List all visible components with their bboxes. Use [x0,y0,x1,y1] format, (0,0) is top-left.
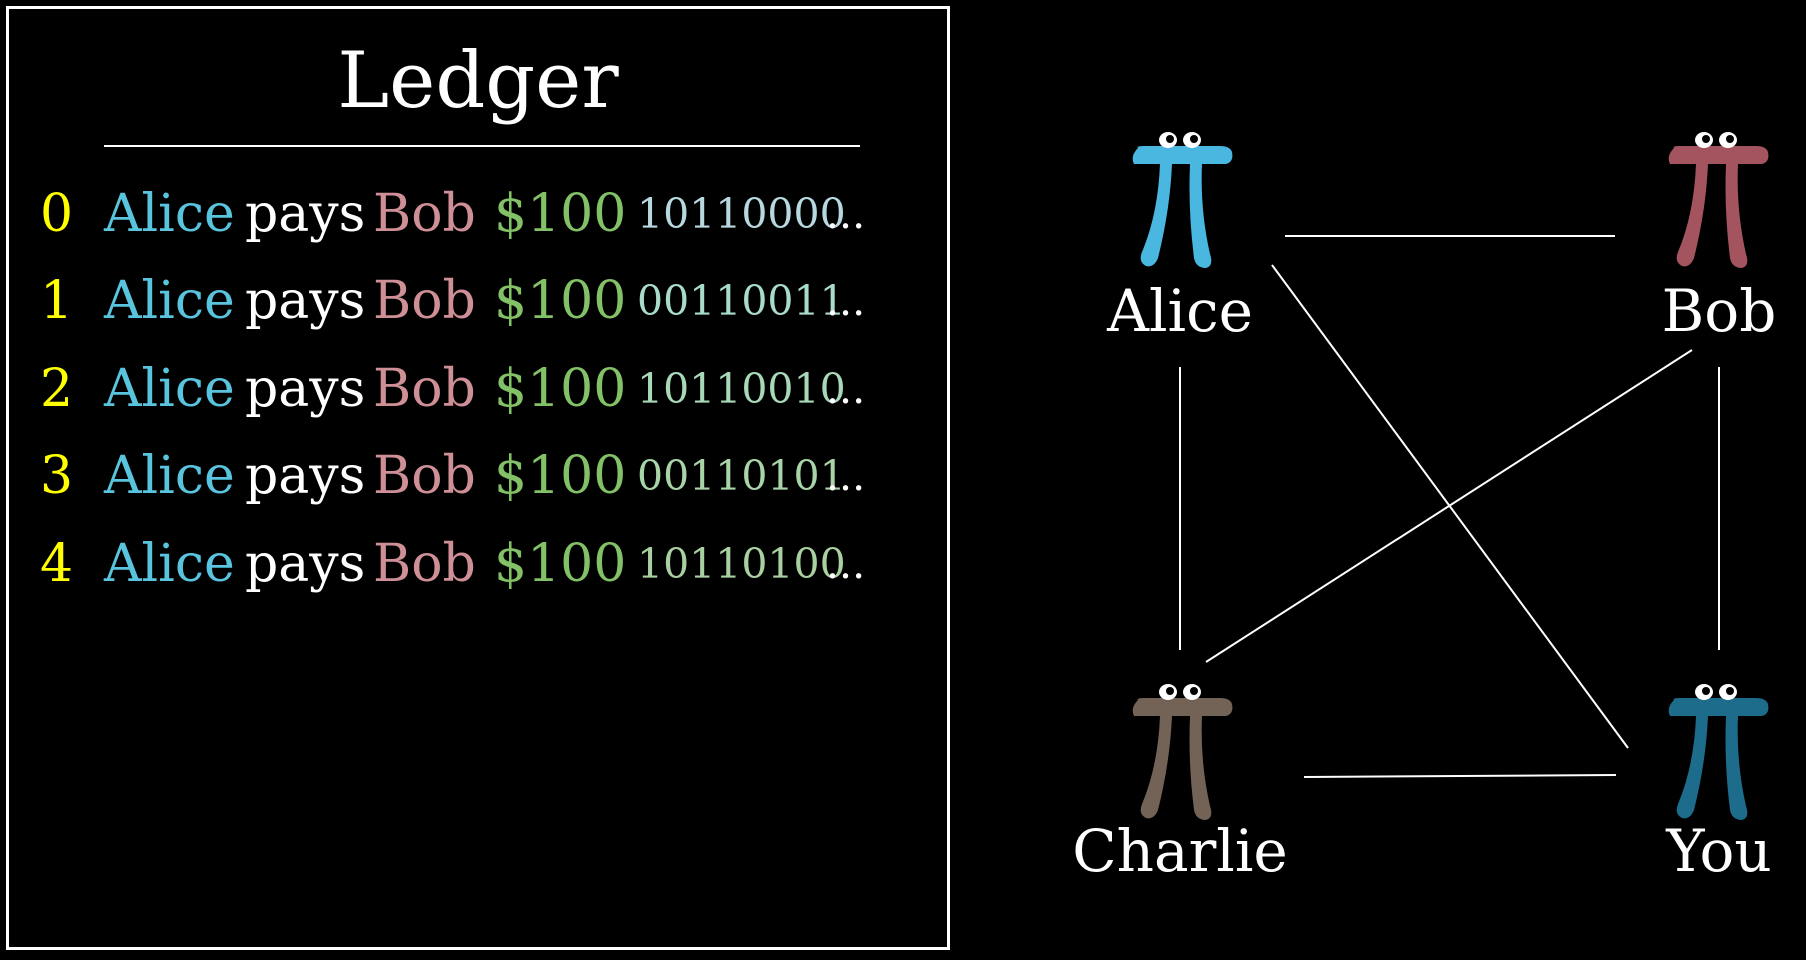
pi-creature-icon [1132,684,1233,820]
ledger-row: 1 Alice pays Bob $100 00110011 ... [9,261,939,341]
row-amount: $100 [494,359,627,419]
row-amount: $100 [494,534,627,594]
row-amount: $100 [494,184,627,244]
row-payee: Bob [373,359,476,419]
row-index: 1 [40,271,74,331]
row-index: 3 [40,446,74,506]
node-label-you: You [1666,817,1772,885]
row-verb: pays [245,271,366,331]
row-verb: pays [245,184,366,244]
ledger-row: 0 Alice pays Bob $100 10110000 ... [9,174,939,254]
edge-charlie-you [1303,774,1617,778]
row-hash: 10110000 [637,190,846,238]
edge-bob-charlie [1205,349,1693,663]
row-payer: Alice [104,534,235,594]
row-verb: pays [245,359,366,419]
ledger-divider [104,145,860,147]
row-payer: Alice [104,359,235,419]
ledger-title: Ledger [337,36,619,126]
row-payee: Bob [373,184,476,244]
row-payer: Alice [104,446,235,506]
row-ellipsis: ... [826,452,866,500]
ledger-panel: Ledger 0 Alice pays Bob $100 10110000 ..… [6,6,950,950]
node-label-alice: Alice [1107,277,1253,345]
row-ellipsis: ... [826,277,866,325]
row-payer: Alice [104,184,235,244]
row-verb: pays [245,446,366,506]
ledger-row: 4 Alice pays Bob $100 10110100 ... [9,524,939,604]
row-payee: Bob [373,446,476,506]
row-amount: $100 [494,446,627,506]
row-index: 4 [40,534,74,594]
row-hash: 00110011 [637,277,846,325]
row-index: 2 [40,359,74,419]
row-ellipsis: ... [826,365,866,413]
ledger-row: 3 Alice pays Bob $100 00110101 ... [9,436,939,516]
row-amount: $100 [494,271,627,331]
row-index: 0 [40,184,74,244]
pi-creature-icon [1668,684,1769,820]
node-label-charlie: Charlie [1072,817,1288,885]
row-ellipsis: ... [826,540,866,588]
row-payee: Bob [373,271,476,331]
row-hash: 10110100 [637,540,846,588]
row-ellipsis: ... [826,190,866,238]
row-verb: pays [245,534,366,594]
row-hash: 00110101 [637,452,846,500]
ledger-row: 2 Alice pays Bob $100 10110010 ... [9,349,939,429]
pi-creature-icon [1668,132,1769,268]
pi-creature-icon [1132,132,1233,268]
node-label-bob: Bob [1661,277,1777,345]
row-payer: Alice [104,271,235,331]
row-payee: Bob [373,534,476,594]
row-hash: 10110010 [637,365,846,413]
